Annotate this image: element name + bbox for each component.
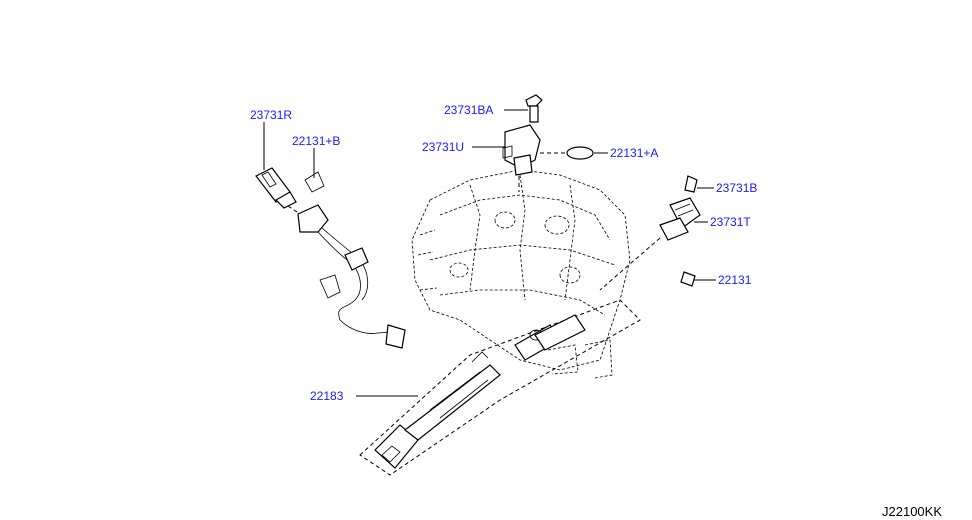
diagram-code: J22100KK xyxy=(882,504,942,519)
sensor-22183 xyxy=(359,299,641,476)
label-23731R[interactable]: 23731R xyxy=(250,108,292,122)
label-23731T[interactable]: 23731T xyxy=(710,215,751,229)
label-23731U[interactable]: 23731U xyxy=(422,140,464,154)
sensor-23731T xyxy=(599,175,701,291)
sensor-23731R xyxy=(255,167,406,349)
label-22131-B[interactable]: 22131+B xyxy=(292,134,340,148)
leader-lines xyxy=(263,109,716,397)
label-22131-A[interactable]: 22131+A xyxy=(610,146,658,160)
engine-block xyxy=(411,169,631,379)
sensor-23731U xyxy=(502,94,594,192)
label-22131[interactable]: 22131 xyxy=(718,273,752,287)
label-23731BA[interactable]: 23731BA xyxy=(444,103,493,117)
label-22183[interactable]: 22183 xyxy=(310,389,344,403)
label-23731B[interactable]: 23731B xyxy=(716,181,757,195)
